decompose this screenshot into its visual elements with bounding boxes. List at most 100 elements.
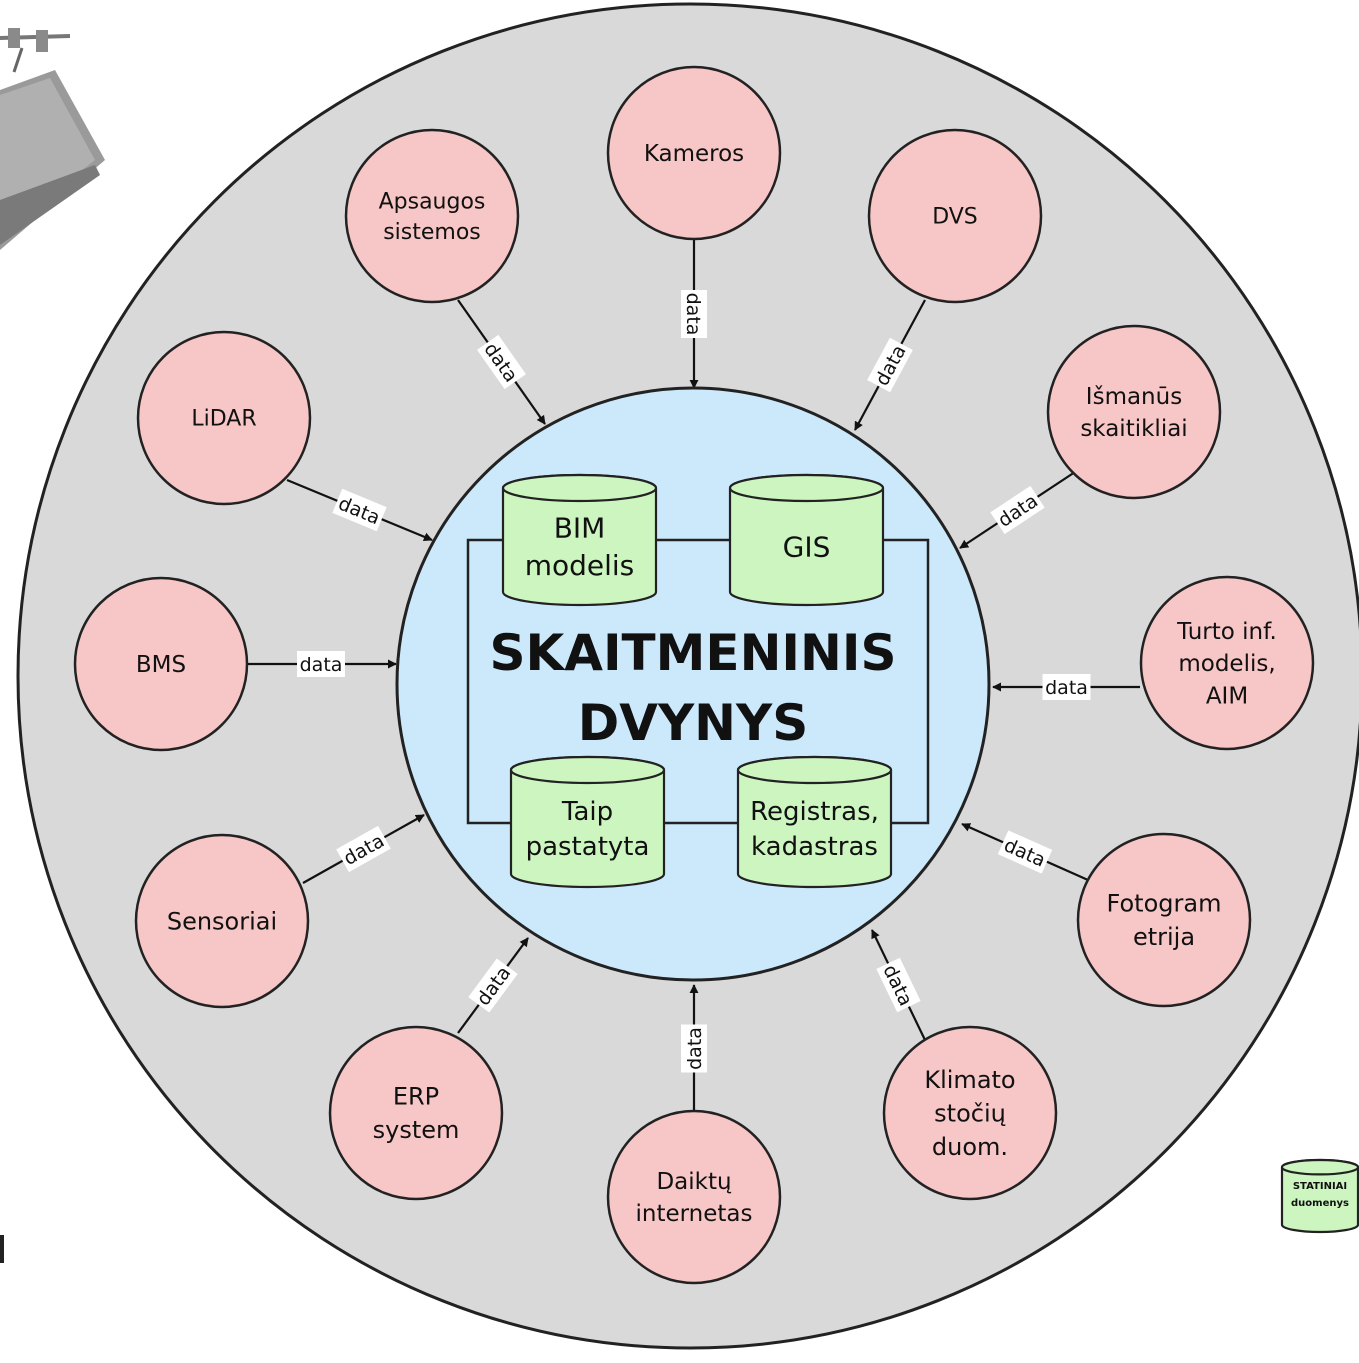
source-node-label: Fotogram xyxy=(1107,890,1222,918)
source-node-dvs: DVS xyxy=(867,128,1043,304)
source-node-circle xyxy=(606,1109,782,1285)
core-title-line1: SKAITMENINIS xyxy=(490,624,897,682)
source-node-label: LiDAR xyxy=(191,407,256,432)
edge-label-cameras: data xyxy=(681,290,707,338)
database-gis: GIS xyxy=(728,473,885,607)
database-registry: Registras, kadastras xyxy=(736,755,893,889)
database-label: GIS xyxy=(783,530,831,563)
source-node-sensors: Sensoriai xyxy=(134,833,310,1009)
edge-label-background xyxy=(1042,674,1091,700)
left-edge-fragment xyxy=(0,1235,4,1263)
edge-cameras: data xyxy=(681,240,707,389)
source-node-erp: ERP system xyxy=(328,1025,504,1201)
source-node-label: skaitikliai xyxy=(1080,416,1187,442)
source-node-label: DVS xyxy=(932,205,978,230)
edge-label-background xyxy=(297,651,345,677)
source-node-cameras: Kameros xyxy=(606,65,782,241)
source-node-label: Išmanūs xyxy=(1086,384,1182,410)
edge-label-background xyxy=(332,488,387,532)
edge-label-background xyxy=(681,290,707,338)
source-node-circle xyxy=(73,576,249,752)
source-node-label: stočių xyxy=(934,1099,1006,1127)
source-node-label: modelis, xyxy=(1178,651,1275,677)
edge-label-text: data xyxy=(682,293,704,336)
source-node-label: AIM xyxy=(1206,683,1248,709)
source-node-circle xyxy=(344,128,520,304)
cylinder-top xyxy=(728,473,885,503)
edge-label-background xyxy=(997,830,1053,874)
cylinder-top xyxy=(1280,1158,1359,1176)
core-title-line2: DVYNYS xyxy=(578,694,808,752)
source-node-label: Apsaugos xyxy=(379,189,486,214)
database-label: modelis xyxy=(525,549,635,582)
drone-image xyxy=(0,28,105,250)
cylinder-top xyxy=(509,755,666,785)
edge-label-background xyxy=(681,1024,707,1073)
edge-iot: data xyxy=(681,984,707,1112)
database-connector-frame xyxy=(466,538,930,825)
source-node-label: internetas xyxy=(635,1201,752,1227)
legend-static-data: STATINIAI duomenys xyxy=(1280,1158,1359,1234)
database-label: BIM xyxy=(554,511,606,544)
database-bim: BIM modelis xyxy=(501,473,658,607)
edge-label-background xyxy=(468,958,518,1013)
source-node-smart-meters: Išmanūs skaitikliai xyxy=(1046,324,1222,500)
edge-label-background xyxy=(876,957,921,1013)
source-node-circle xyxy=(882,1025,1058,1201)
digital-twin-core xyxy=(395,386,991,982)
edge-label-background xyxy=(336,825,391,873)
source-node-circle xyxy=(606,65,782,241)
source-node-label: Kameros xyxy=(644,141,744,167)
source-node-circle xyxy=(1046,324,1222,500)
edge-label-text: data xyxy=(1045,677,1088,699)
edge-label-bms: data xyxy=(297,651,345,677)
edge-label-text: data xyxy=(684,1027,706,1070)
database-label: pastatyta xyxy=(526,832,650,862)
databases-layer: BIM modelis GIS Taip pastatyta Registras, kada… xyxy=(501,473,893,889)
source-node-bms: BMS xyxy=(73,576,249,752)
edge-label-background xyxy=(990,485,1045,535)
source-node-security: Apsaugos sistemos xyxy=(344,128,520,304)
source-node-lidar: LiDAR xyxy=(136,330,312,506)
source-node-climate: Klimato stočių duom. xyxy=(882,1025,1058,1201)
source-node-circle xyxy=(136,330,312,506)
edge-label-background xyxy=(867,337,913,393)
database-label: kadastras xyxy=(751,832,878,862)
database-label: Registras, xyxy=(750,797,879,827)
edge-aim: data xyxy=(992,674,1140,700)
source-node-label: system xyxy=(373,1116,460,1144)
legend-label: duomenys xyxy=(1291,1198,1349,1209)
source-node-circle xyxy=(1139,575,1315,751)
source-node-label: etrija xyxy=(1133,923,1195,951)
edge-label-background xyxy=(477,334,526,390)
source-node-label: duom. xyxy=(932,1133,1008,1161)
source-node-label: sistemos xyxy=(383,220,481,245)
source-node-label: Turto inf. xyxy=(1176,619,1277,645)
source-node-circle xyxy=(134,833,310,1009)
edge-bms: data xyxy=(246,651,397,677)
edge-label-iot: data xyxy=(681,1024,707,1073)
source-node-label: ERP xyxy=(393,1083,439,1111)
legend-label: STATINIAI xyxy=(1293,1181,1347,1192)
legend-cylinder: STATINIAI duomenys xyxy=(1280,1158,1359,1234)
database-as-built: Taip pastatyta xyxy=(509,755,666,889)
edge-label-aim: data xyxy=(1042,674,1091,700)
database-label: Taip xyxy=(561,797,613,827)
edge-security: data xyxy=(457,299,546,425)
source-node-aim: Turto inf. modelis, AIM xyxy=(1139,575,1315,751)
source-node-circle xyxy=(1076,832,1252,1008)
edge-label-text: data xyxy=(300,654,343,676)
source-node-label: Klimato xyxy=(924,1066,1015,1094)
cylinder-top xyxy=(501,473,658,503)
source-node-photogrammetry: Fotogram etrija xyxy=(1076,832,1252,1008)
source-node-label: Daiktų xyxy=(656,1169,732,1195)
source-node-circle xyxy=(867,128,1043,304)
edge-sensors: data xyxy=(302,814,425,884)
source-node-label: Sensoriai xyxy=(167,907,277,935)
cylinder-top xyxy=(736,755,893,785)
source-node-label: BMS xyxy=(136,652,186,678)
source-node-iot: Daiktų internetas xyxy=(606,1109,782,1285)
source-node-circle xyxy=(328,1025,504,1201)
